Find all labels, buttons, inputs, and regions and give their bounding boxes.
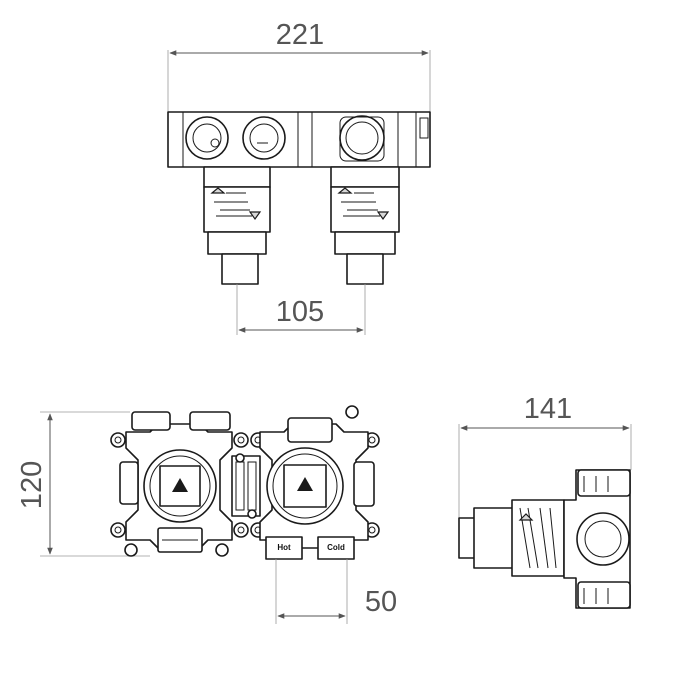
center-connector [231, 455, 261, 517]
port-left-1 [185, 116, 229, 160]
center-distance-label: 105 [276, 296, 324, 328]
left-warning-icon [172, 478, 188, 492]
front-height-label: 120 [16, 461, 48, 509]
top-view: 221 [167, 19, 431, 335]
cold-label: Cold [327, 543, 345, 552]
cartridge-right-collar [330, 166, 400, 188]
outlet-distance-label: 50 [365, 586, 397, 618]
side-bottom-port [577, 581, 631, 609]
cartridge-left-collar [203, 166, 271, 188]
right-side-port [353, 461, 375, 507]
cartridge-left-base [207, 231, 267, 255]
left-side-port [119, 461, 139, 505]
left-top-port-1 [131, 411, 171, 431]
side-cartridge [511, 499, 565, 577]
right-warning-icon [297, 477, 313, 491]
top-width-label: 221 [276, 19, 324, 51]
cartridge-right-base [334, 231, 396, 255]
side-stem-collar [473, 507, 515, 569]
side-width-label: 141 [524, 393, 572, 425]
cartridge-right-stem [346, 253, 384, 285]
cartridge-left-stem [221, 253, 259, 285]
side-view: 141 [458, 393, 632, 609]
left-top-port-2 [189, 411, 231, 431]
right-top-port [287, 417, 333, 443]
front-view: 120 [16, 405, 397, 624]
port-right [339, 115, 385, 161]
cold-outlet [317, 536, 355, 560]
hot-label: Hot [277, 543, 291, 552]
port-left-2 [242, 116, 286, 160]
hot-outlet [265, 536, 303, 560]
side-top-port [577, 469, 631, 497]
